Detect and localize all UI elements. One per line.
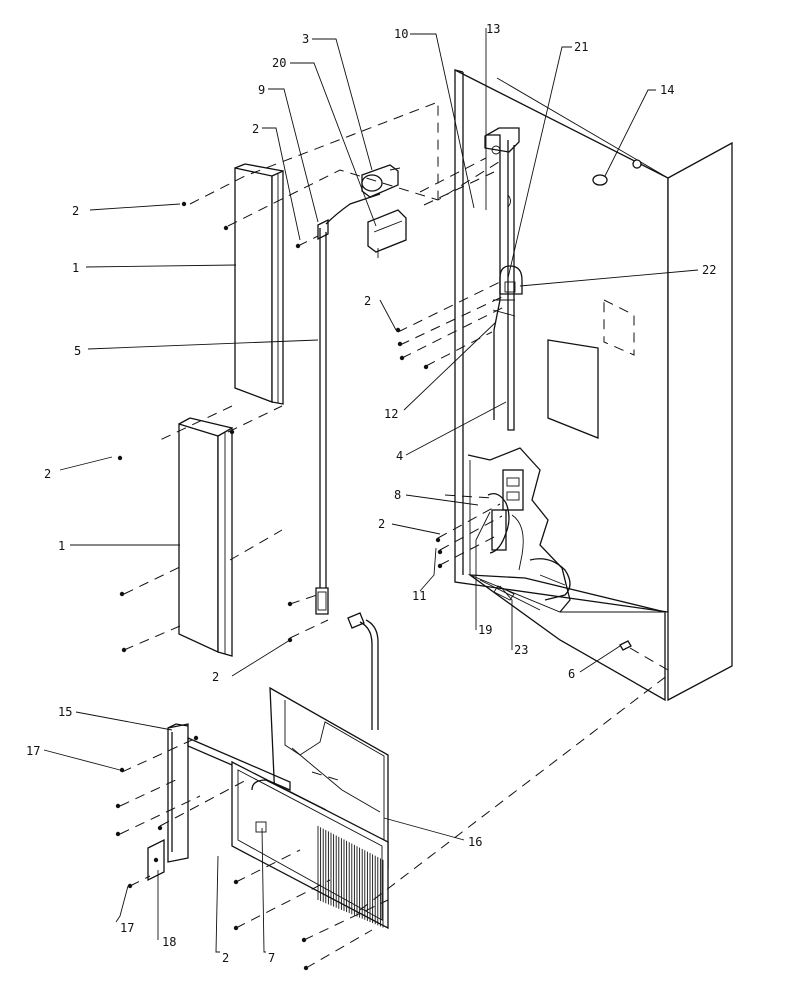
callout-10: 10: [394, 27, 408, 41]
callout-2-top-mid: 2: [252, 122, 259, 136]
callout-1-lower-panel: 1: [58, 539, 65, 553]
liner-tube: [315, 193, 381, 615]
cabinet-cutaway-compartment: [467, 447, 571, 613]
callout-2-bottom: 2: [222, 951, 229, 965]
plug-button: [592, 159, 642, 186]
callout-14: 14: [660, 83, 674, 97]
callout-22: 22: [702, 263, 716, 277]
callout-2-mid-left: 2: [44, 467, 51, 481]
screw-marker: [397, 341, 403, 347]
callout-8: 8: [394, 488, 401, 502]
screw-marker: [119, 591, 125, 597]
callout-5: 5: [74, 344, 81, 358]
callout-2-lower-right: 2: [378, 517, 385, 531]
callout-1-upper-panel: 1: [72, 261, 79, 275]
callout-12: 12: [384, 407, 398, 421]
side-panel-lower: [178, 417, 233, 657]
callout-9: 9: [258, 83, 265, 97]
insulation-panel-16: [269, 686, 389, 870]
base-frame: [147, 723, 291, 882]
screw-marker: [157, 825, 163, 831]
drain-tube: [347, 612, 379, 730]
leader-lines: [43, 28, 699, 953]
side-panel-upper: [234, 163, 284, 405]
callout-11: 11: [412, 589, 426, 603]
screw-marker: [193, 735, 199, 741]
callout-16: 16: [468, 835, 482, 849]
screw-6: [619, 640, 632, 651]
callout-6: 6: [568, 667, 575, 681]
screw-marker: [181, 201, 187, 207]
screw-marker: [117, 455, 123, 461]
screw-marker: [115, 831, 121, 837]
callout-20: 20: [272, 56, 286, 70]
alignment-lines: [119, 101, 669, 969]
callout-2-bottom-mid: 2: [212, 670, 219, 684]
callout-17-top: 17: [26, 744, 40, 758]
screw-marker: [435, 537, 441, 543]
grille-front-plate: [231, 760, 389, 930]
callout-labels: 2 1 2 1 5 9 2 20 3 10 13 21 14 22 2 12 4…: [26, 22, 716, 965]
callout-7: 7: [268, 951, 275, 965]
callout-2-top-left: 2: [72, 204, 79, 218]
callout-3: 3: [302, 32, 309, 46]
callout-21: 21: [574, 40, 588, 54]
water-valve-parts: [361, 164, 407, 258]
cabinet-back-panel: [454, 68, 733, 702]
callout-18: 18: [162, 935, 176, 949]
callout-19: 19: [478, 623, 492, 637]
cabinet-rail: [484, 127, 523, 431]
screw-marker: [437, 549, 443, 555]
callout-2-right-mid: 2: [364, 294, 371, 308]
callout-17-bottom: 17: [120, 921, 134, 935]
screw-marker: [223, 225, 229, 231]
callout-4: 4: [396, 449, 403, 463]
callout-13: 13: [486, 22, 500, 36]
callout-15: 15: [58, 705, 72, 719]
screw-marker: [115, 803, 121, 809]
callout-23: 23: [514, 643, 528, 657]
screw-marker: [153, 857, 159, 863]
